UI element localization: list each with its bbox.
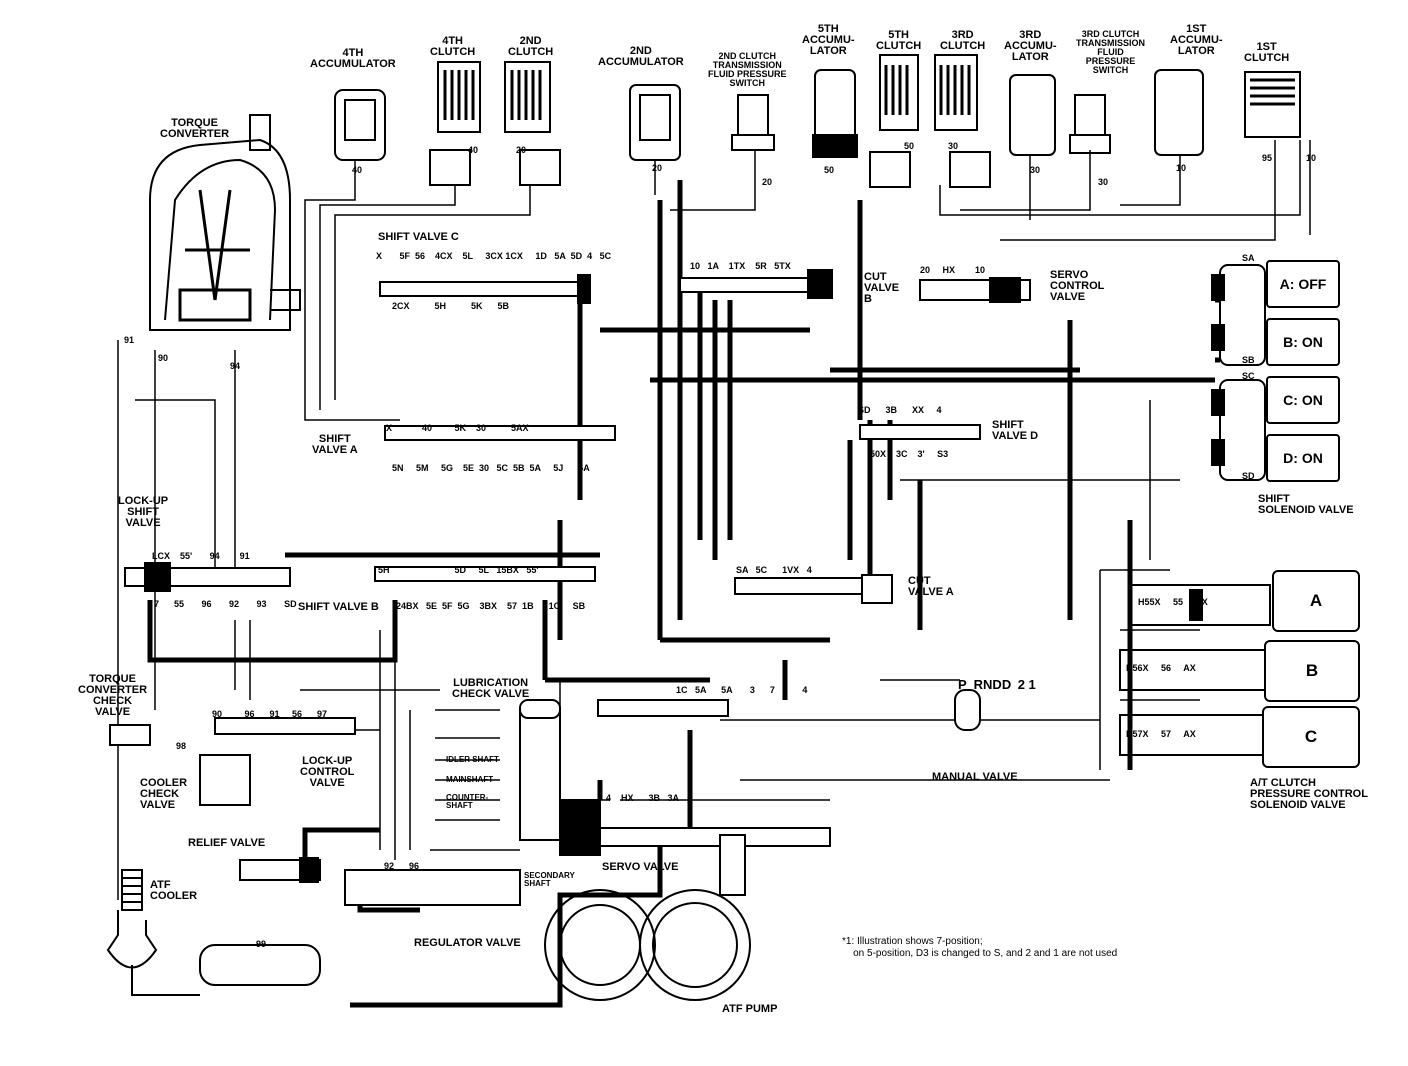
clutch-1st-label: 1ST CLUTCH xyxy=(1244,41,1290,64)
line-number: 99 xyxy=(256,939,267,949)
accumulator-4th-label: 4TH ACCUMULATOR xyxy=(310,47,396,70)
shift-solenoid-c: C: ON xyxy=(1266,376,1340,424)
secondary-shaft-label: SECONDARY SHAFT xyxy=(524,871,575,888)
shift-valve-a-label: SHIFT VALVE A xyxy=(312,433,358,456)
shift-valve-d-ports: SD 3B XX 4 xyxy=(858,405,942,415)
servo-valve-label: SERVO VALVE xyxy=(602,861,679,873)
accumulator-1st-label: 1ST ACCUMU- LATOR xyxy=(1170,23,1223,57)
shift-valve-c-bottom-ports: 2CX 5H 5K 5B xyxy=(392,301,510,311)
relief-valve-label: RELIEF VALVE xyxy=(188,837,266,849)
manual-valve-positions: P RNDD 2 1 xyxy=(958,677,1036,692)
footnote: *1: Illustration shows 7-position; on 5-… xyxy=(842,936,1118,959)
atf-cooler-drawing xyxy=(106,869,200,996)
shift-valve-d-label: SHIFT VALVE D xyxy=(992,419,1039,442)
cooler-check-valve-label: COOLER CHECK VALVE xyxy=(140,777,188,811)
clutch-3rd-label: 3RD CLUTCH xyxy=(940,29,986,52)
line-number: 10 xyxy=(1306,153,1317,163)
idler-shaft-label: IDLER SHAFT xyxy=(446,755,499,764)
line-number: 30 xyxy=(1098,177,1109,187)
line-number: 30 xyxy=(1030,165,1041,175)
shift-solenoid-d: D: ON xyxy=(1266,434,1340,482)
line-number: 30 xyxy=(948,141,959,151)
line-number: 20 xyxy=(516,145,527,155)
line-number: 20 xyxy=(652,163,663,173)
torque-converter-drawing xyxy=(149,114,301,331)
lockup-top-ports: LCX 55' 94 91 xyxy=(152,551,250,561)
pressure-control-solenoid-a: A xyxy=(1272,570,1360,632)
solenoid-port-sb: SB xyxy=(1242,355,1255,365)
regulator-valve-ports: 92 96 xyxy=(384,861,420,871)
line-number: 94 xyxy=(230,361,241,371)
countershaft-label: COUNTER- SHAFT xyxy=(446,793,489,810)
solenoid-port-sc: SC xyxy=(1242,371,1255,381)
shift-valve-a-bottom-ports: 5N 5M 5G 5E 30 5C 5B 5A 5J 5A xyxy=(392,463,590,473)
valve-bodies xyxy=(109,269,1031,986)
lockup-bottom-ports: 7 55 96 92 93 SD xyxy=(154,599,297,609)
shift-solenoid-b: B: ON xyxy=(1266,318,1340,366)
pressure-switch-2nd-label: 2ND CLUTCH TRANSMISSION FLUID PRESSURE S… xyxy=(708,51,787,88)
accumulator-2nd-label: 2ND ACCUMULATOR xyxy=(598,45,684,68)
shift-valve-c-top-ports: X 5F 56 4CX 5L 3CX 1CX 1D 5A 5D 4 5C xyxy=(376,251,612,261)
pressure-control-a-ports: H55X 55 AX xyxy=(1138,597,1208,607)
lockup-control-ports: 90 96 91 56 97 xyxy=(212,709,328,719)
cut-valve-a-label: CUT VALVE A xyxy=(908,575,954,598)
solenoid-port-sd: SD xyxy=(1242,471,1255,481)
line-number: 50 xyxy=(824,165,835,175)
servo-valve-ports: 4 HX 3B 3A xyxy=(606,793,680,803)
shift-solenoid-bodies xyxy=(1211,264,1266,481)
line-number: 20 xyxy=(762,177,773,187)
shift-valve-b-label: SHIFT VALVE B xyxy=(298,601,379,613)
atf-pump-drawing xyxy=(544,889,751,1001)
torque-converter-label: TORQUE CONVERTER xyxy=(160,117,230,140)
pressure-control-b-ports: H56X 56 AX xyxy=(1126,663,1196,673)
clutch-5th-label: 5TH CLUTCH xyxy=(876,29,922,52)
pressure-switch-3rd-label: 3RD CLUTCH TRANSMISSION FLUID PRESSURE S… xyxy=(1076,29,1146,75)
line-number: 91 xyxy=(124,335,135,345)
pressure-control-solenoid-c: C xyxy=(1262,706,1360,768)
pressure-solenoid-bodies xyxy=(1119,584,1271,756)
cut-valve-b-label: CUT VALVE B xyxy=(864,271,900,305)
clutch-4th-label: 4TH CLUTCH xyxy=(430,35,476,58)
shift-solenoid-valve-label: SHIFT SOLENOID VALVE xyxy=(1258,493,1354,516)
cut-valve-a-ports: SA 5C 1VX 4 xyxy=(736,565,812,575)
lubrication-check-valve-label: LUBRICATION CHECK VALVE xyxy=(452,677,530,700)
atf-cooler-label: ATF COOLER xyxy=(150,879,198,902)
line-number: 10 xyxy=(1176,163,1187,173)
torque-converter-check-valve-label: TORQUE CONVERTER CHECK VALVE xyxy=(78,673,148,718)
shift-valve-d-bottom-ports: 50X 3C 3' S3 xyxy=(870,449,949,459)
thin-fluid-lines xyxy=(117,140,1311,900)
line-number: 95 xyxy=(1262,153,1273,163)
clutch-2nd-label: 2ND CLUTCH xyxy=(508,35,554,58)
line-number: 40 xyxy=(352,165,363,175)
atf-pump-label: ATF PUMP xyxy=(722,1003,778,1015)
line-number: 40 xyxy=(468,145,479,155)
lockup-control-valve-label: LOCK-UP CONTROL VALVE xyxy=(300,755,355,789)
mainshaft-label: MAINSHAFT xyxy=(446,775,494,784)
shift-valve-b-top-ports: 5H 5D 5L 15BX 55' xyxy=(378,565,539,575)
pressure-control-solenoid-b: B xyxy=(1264,640,1360,702)
lockup-shift-valve-label: LOCK-UP SHIFT VALVE xyxy=(118,495,169,529)
pressure-control-solenoid-label: A/T CLUTCH PRESSURE CONTROL SOLENOID VAL… xyxy=(1250,777,1368,811)
regulator-valve-label: REGULATOR VALVE xyxy=(414,937,521,949)
manual-valve-ports: 1C 5A 5A 3 7 4 xyxy=(676,685,808,695)
line-number: 50 xyxy=(904,141,915,151)
servo-control-valve-label: SERVO CONTROL VALVE xyxy=(1050,269,1105,303)
solenoid-port-sa: SA xyxy=(1242,253,1255,263)
shift-solenoid-a: A: OFF xyxy=(1266,260,1340,308)
pressure-control-c-ports: H57X 57 AX xyxy=(1126,729,1196,739)
accumulator-3rd-label: 3RD ACCUMU- LATOR xyxy=(1004,29,1057,63)
servo-control-ports: 20 HX 10 xyxy=(920,265,986,275)
thick-fluid-lines xyxy=(147,180,1220,1008)
accumulator-5th-label: 5TH ACCUMU- LATOR xyxy=(802,23,855,57)
shift-valve-b-bottom-ports: 24BX 5E 5F 5G 3BX 57 1B 1C SB xyxy=(396,601,586,611)
cut-valve-b-ports: 10 1A 1TX 5R 5TX xyxy=(690,261,791,271)
top-row-components xyxy=(334,54,1301,188)
line-number: 90 xyxy=(158,353,169,363)
manual-valve-label: MANUAL VALVE xyxy=(932,771,1018,783)
shift-valve-a-top-ports: X 40 5K 30 5AX xyxy=(386,423,529,433)
shift-valve-c-label: SHIFT VALVE C xyxy=(378,231,459,243)
line-number: 98 xyxy=(176,741,187,751)
